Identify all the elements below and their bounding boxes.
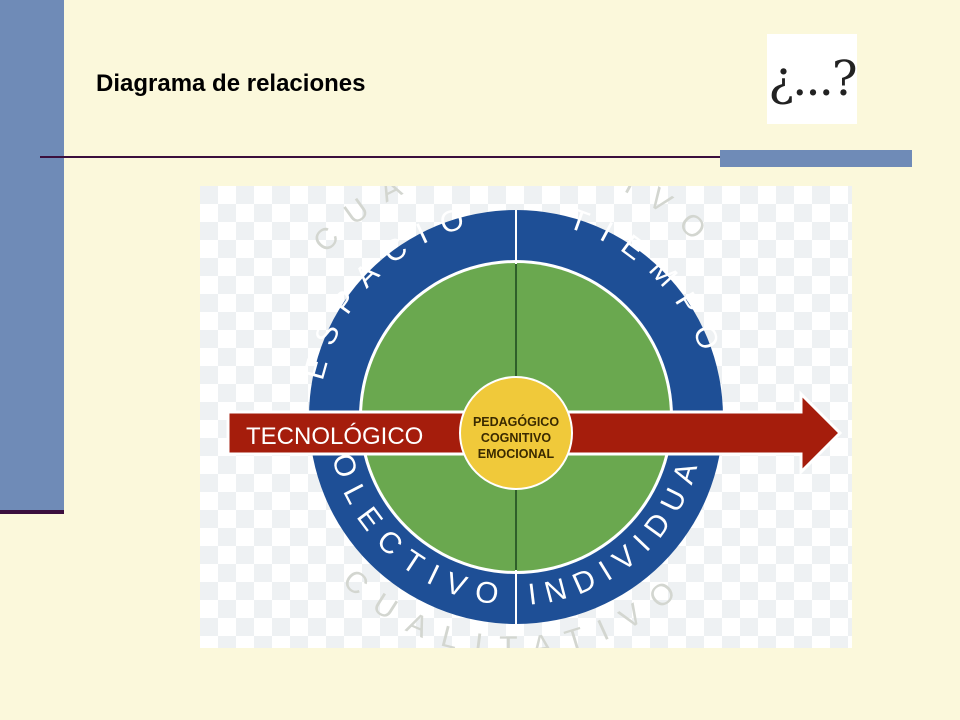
slide-title: Diagrama de relaciones [96,70,366,97]
left-accent-bar [0,0,64,510]
divider-accent [720,150,912,167]
logo-symbol: ¿...? [768,51,857,107]
arrow-label: TECNOLÓGICO [246,423,423,450]
left-accent-underline [0,510,64,514]
center-circle [459,376,573,490]
question-logo-icon: ¿...? [767,34,858,124]
center-label-1: PEDAGÓGICO [473,414,559,429]
title-divider [40,156,912,158]
center-label-2: COGNITIVO [481,431,551,445]
relations-diagram: CUANTITATIVO CUALITATIVO ESPACIO TIEMPO … [200,141,852,664]
center-label-3: EMOCIONAL [478,447,555,461]
